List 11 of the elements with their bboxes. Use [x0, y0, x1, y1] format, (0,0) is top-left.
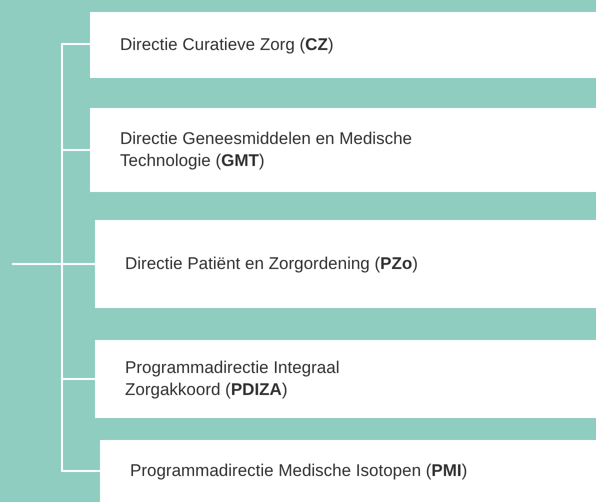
- directorate-box: [90, 108, 596, 192]
- directorate-name: Programmadirectie Medische Isotopen (PMI): [130, 460, 468, 482]
- directorate-name: Directie Geneesmiddelen en Medische Technologie (GMT): [120, 128, 413, 172]
- directorate-name: Directie Curatieve Zorg (CZ): [120, 34, 334, 56]
- connector-line: [12, 263, 100, 472]
- directorate-box: [95, 220, 596, 308]
- directorate-name: Directie Patiënt en Zorgordening (PZo): [125, 253, 418, 275]
- directorate-box: [90, 12, 596, 78]
- directorate-box: [100, 440, 596, 502]
- directorate-box: [95, 340, 596, 418]
- directorate-name: Programmadirectie Integraal Zorgakkoord (PDIZA): [125, 357, 340, 401]
